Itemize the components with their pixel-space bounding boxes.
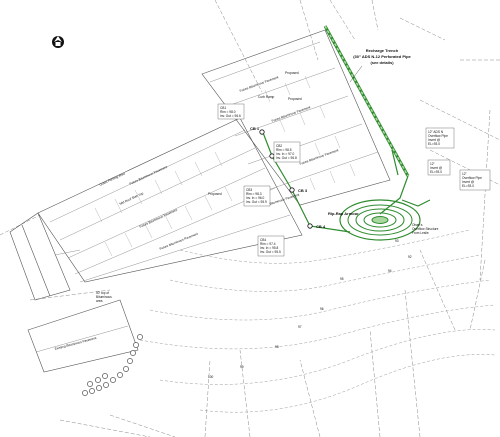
catch-basin-markers <box>259 129 313 229</box>
svg-text:CB3: CB3 <box>246 188 252 192</box>
svg-text:Invert @: Invert @ <box>428 138 440 142</box>
svg-text:Bituminous: Bituminous <box>96 295 112 299</box>
overflow-callout-right: 12" Overflow Pipe Invert @ EL=93.0 <box>459 169 491 191</box>
olsen-callout: Olsen's Overflow Structure From Leslie <box>412 223 439 235</box>
svg-text:Overflow Pipe: Overflow Pipe <box>462 176 482 180</box>
contour-label: 99 <box>240 365 244 369</box>
riprap-label: Rip-Rap Armour <box>328 211 359 216</box>
contour-label: 97 <box>298 325 302 329</box>
north-arrow-icon <box>52 36 64 48</box>
svg-text:Rim = 98.0: Rim = 98.0 <box>220 110 236 114</box>
contour-lines <box>139 229 496 413</box>
pavement-label: Future Bituminous Pavement <box>239 75 279 93</box>
contour-label: 95 <box>340 277 344 281</box>
svg-text:Invert @: Invert @ <box>430 166 442 170</box>
svg-text:(30" ADS N-12 Perforated Pipe: (30" ADS N-12 Perforated Pipe <box>353 54 411 59</box>
lower-parking-lot <box>37 117 303 283</box>
cb4-label: CB 4 <box>316 224 326 229</box>
basin-data-cb4: CB4 Rim = 97.4 Inv. In = 95.8 Inv. Out =… <box>257 235 285 257</box>
svg-text:Olsen's: Olsen's <box>412 223 423 227</box>
basin-data-cb3: CB3 Rim = 98.3 Inv. In = 96.0 Inv. Out =… <box>243 185 271 207</box>
svg-text:Inv. Out = 95.9: Inv. Out = 95.9 <box>246 200 267 204</box>
svg-text:50' top of: 50' top of <box>96 291 109 295</box>
buffer-callout: 50' top of Bituminous area <box>96 291 112 303</box>
overflow-callout-top: 12" ADS N Overflow Pipe Invert @ EL=93.0 <box>425 127 455 149</box>
pavement-label: Future Bituminous Pavement <box>159 232 199 251</box>
pavement-label: Future Bituminous Pavement <box>299 148 339 166</box>
contour-label: 94 <box>388 269 392 273</box>
tree-row <box>82 334 143 396</box>
cb1-label: CB 1 <box>250 126 260 131</box>
svg-text:Rim = 98.5: Rim = 98.5 <box>276 148 292 152</box>
contour-label: 92 <box>408 255 412 259</box>
svg-text:Inv. Out = 96.8: Inv. Out = 96.8 <box>276 156 297 160</box>
svg-text:Invert @: Invert @ <box>462 180 474 184</box>
svg-text:area: area <box>96 299 103 303</box>
svg-text:Inv. In = 96.0: Inv. In = 96.0 <box>246 196 265 200</box>
svg-text:Inv. Out = 95.5: Inv. Out = 95.5 <box>260 250 281 254</box>
svg-text:CB1: CB1 <box>220 106 226 110</box>
svg-text:12": 12" <box>430 162 435 166</box>
pavement-label: Existing Bituminous Pavement <box>54 336 97 351</box>
proposed-label: Proposed <box>285 71 299 75</box>
svg-text:Rim = 98.3: Rim = 98.3 <box>246 192 262 196</box>
contour-label: 93 <box>395 239 399 243</box>
contour-label: 98 <box>275 345 279 349</box>
svg-text:EL=93.0: EL=93.0 <box>428 142 440 146</box>
svg-text:CB2: CB2 <box>276 144 282 148</box>
basin-data-cb2: CB2 Rim = 98.5 Inv. In = 97.0 Inv. Out =… <box>273 141 301 163</box>
svg-text:Overflow Structure: Overflow Structure <box>412 227 439 231</box>
pavement-label: Bituminous Pavement <box>269 193 300 206</box>
svg-text:CB4: CB4 <box>260 238 266 242</box>
svg-text:(see details): (see details) <box>370 60 394 65</box>
svg-text:Recharge Trench: Recharge Trench <box>366 48 399 53</box>
recharge-trench <box>323 25 410 177</box>
svg-text:12" ADS N: 12" ADS N <box>428 130 444 134</box>
proposed-label: Proposed <box>288 97 302 101</box>
rip-rap-basin <box>339 199 421 241</box>
svg-text:Inv. Out = 96.6: Inv. Out = 96.6 <box>220 114 241 118</box>
pavement-label: Future Bituminous Pavement <box>271 105 311 123</box>
svg-text:EL=93.0: EL=93.0 <box>462 184 474 188</box>
basin-data-cb1: CB1 Rim = 98.0 Inv. Out = 96.6 <box>217 103 245 120</box>
pavement-label: Future Bituminous Pavement <box>139 208 178 229</box>
svg-text:From Leslie: From Leslie <box>412 231 429 235</box>
grass-area-label: Grass Parking Area <box>99 172 126 187</box>
svg-text:Inv. In = 97.0: Inv. In = 97.0 <box>276 152 295 156</box>
proposed-label: Proposed <box>208 192 222 196</box>
recharge-trench-title: Recharge Trench (30" ADS N-12 Perforated… <box>349 48 412 83</box>
roof-slab-label: Mid Roof Slab Top <box>119 191 144 206</box>
svg-text:12": 12" <box>462 172 467 176</box>
cb3-label: CB 3 <box>298 188 308 193</box>
contour-label: 96 <box>320 307 324 311</box>
overflow-callout-mid: 12" Invert @ EL=93.0 <box>427 159 451 176</box>
svg-text:EL=93.0: EL=93.0 <box>430 170 442 174</box>
svg-text:Overflow Pipe: Overflow Pipe <box>428 134 448 138</box>
contour-label: 100 <box>208 375 214 379</box>
pavement-label: Future Bituminous Pavement <box>129 165 168 186</box>
svg-text:Inv. In = 95.8: Inv. In = 95.8 <box>260 246 279 250</box>
svg-text:Rim = 97.4: Rim = 97.4 <box>260 242 276 246</box>
curb-ramp-label: Curb Ramp <box>258 95 275 99</box>
left-lot-strips <box>9 212 139 373</box>
